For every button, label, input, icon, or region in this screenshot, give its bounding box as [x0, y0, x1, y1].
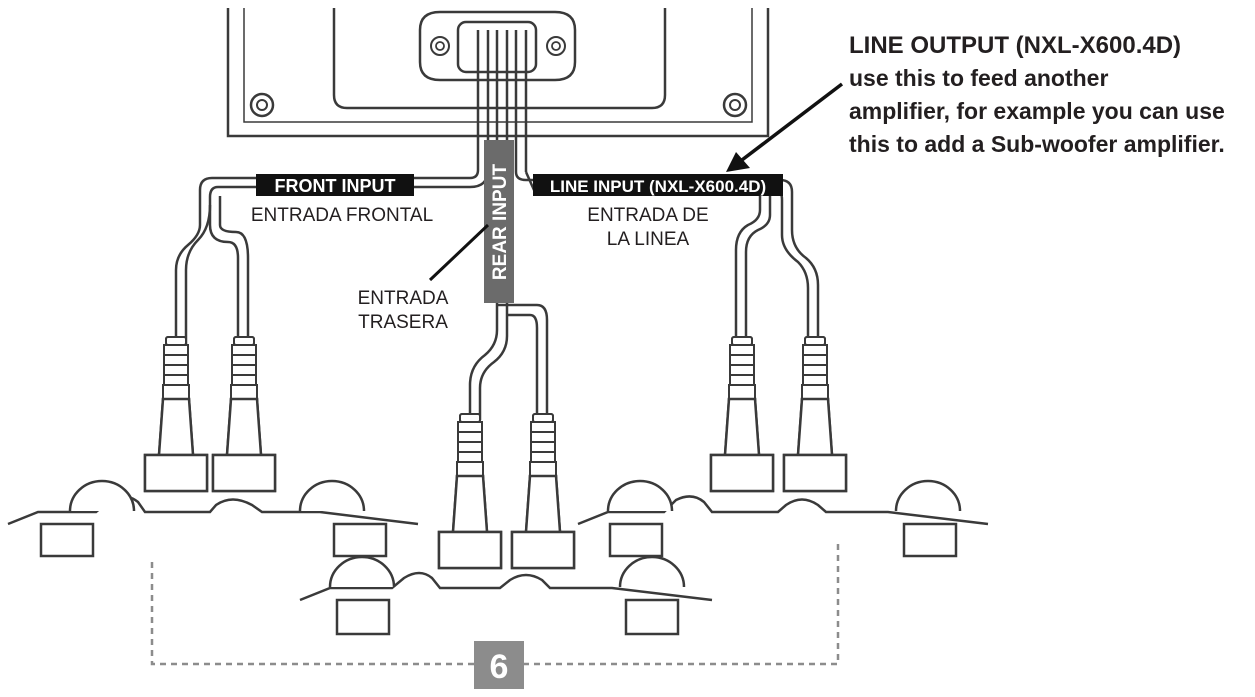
rear-input-spanish-label-2: TRASERA [358, 312, 448, 333]
step-badge [474, 641, 524, 689]
front-input-tag [256, 174, 414, 196]
screw-icon [430, 36, 450, 56]
line-output-arrow [726, 82, 844, 172]
front-input-label: FRONT INPUT [275, 176, 396, 196]
screw-icon [722, 92, 748, 118]
rca-jack-plate-line [577, 479, 989, 558]
line-output-description-3: this to add a Sub-woofer amplifier. [849, 131, 1225, 157]
front-input-spanish-label: ENTRADA FRONTAL [251, 205, 433, 226]
line-input-tag [533, 174, 783, 196]
screw-icon [249, 92, 275, 118]
rear-input-pointer [428, 223, 490, 282]
line-input-spanish-label-1: ENTRADA DE [587, 205, 708, 226]
screw-icon [546, 36, 566, 56]
step-number: 6 [490, 648, 509, 686]
line-input-label: LINE INPUT (NXL-X600.4D) [550, 177, 766, 196]
rca-jack-plate-rear [299, 555, 713, 636]
rear-input-tag [484, 140, 514, 303]
line-output-description-2: amplifier, for example you can use [849, 98, 1225, 124]
line-input-spanish-label-2: LA LINEA [607, 229, 690, 250]
line-output-title: LINE OUTPUT (NXL-X600.4D) [849, 32, 1181, 59]
rear-input-label: REAR INPUT [490, 164, 511, 281]
line-output-description-1: use this to feed another [849, 65, 1108, 91]
rear-input-spanish-label-1: ENTRADA [358, 288, 449, 309]
